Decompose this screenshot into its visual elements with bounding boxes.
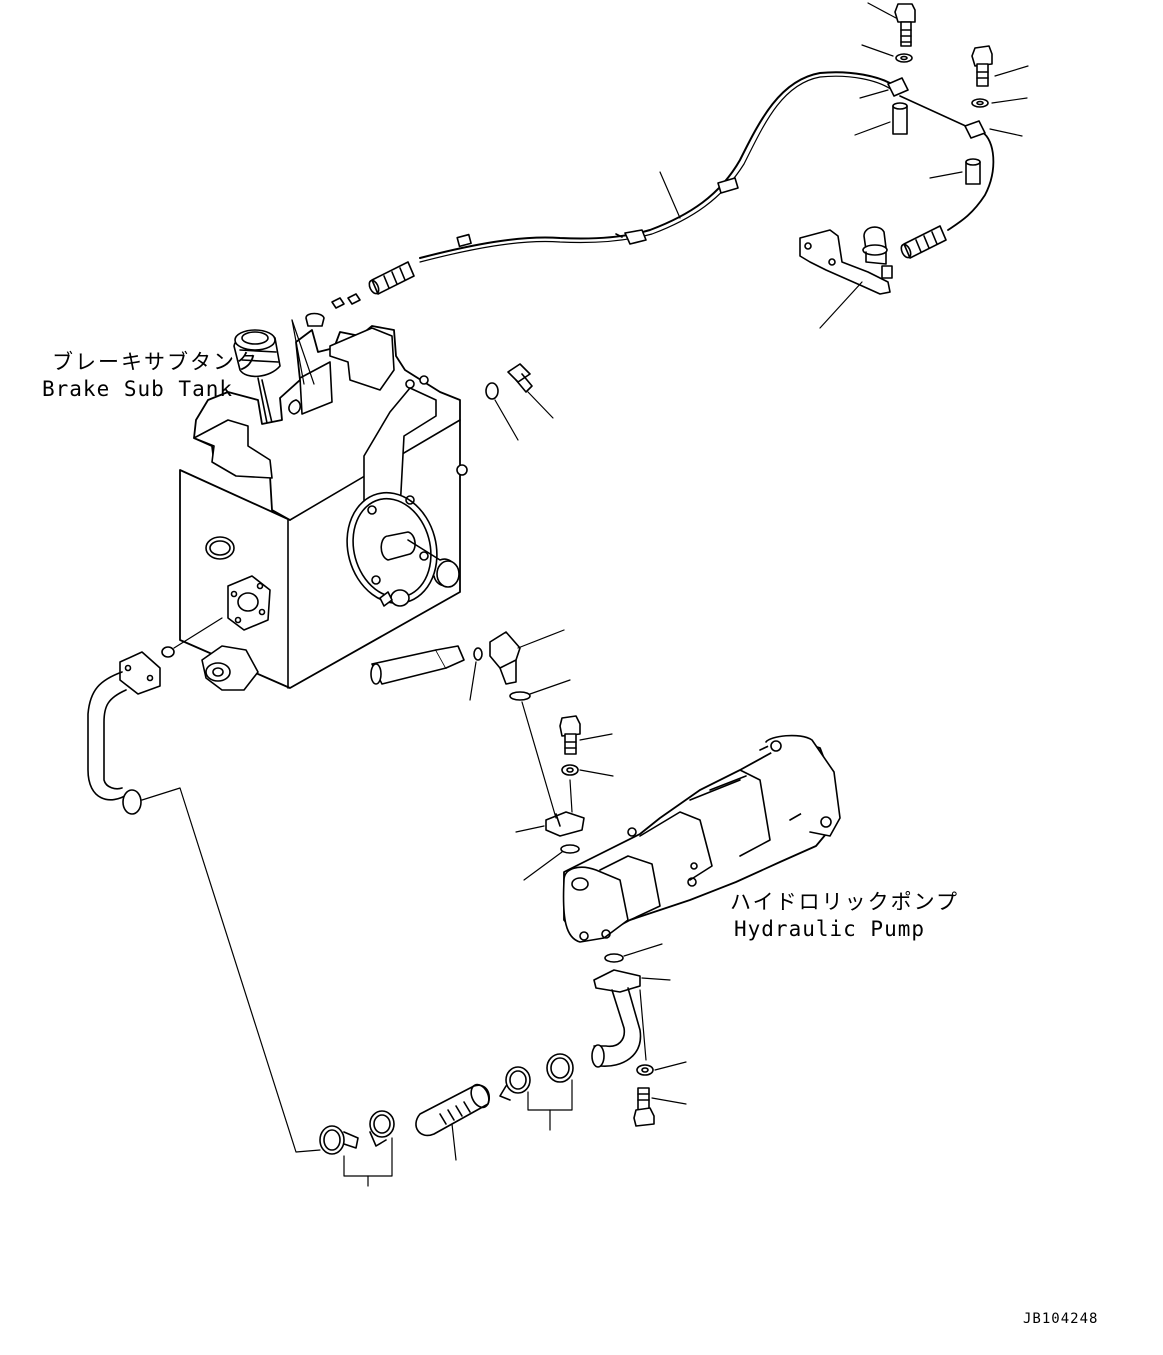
spacer-right bbox=[929, 158, 981, 185]
brake-sub-tank-label-en: Brake Sub Tank bbox=[42, 377, 234, 401]
hose-sleeve-left bbox=[368, 261, 415, 295]
tank-side-flange bbox=[346, 491, 460, 607]
elbow-pump-upper bbox=[489, 629, 565, 685]
oring-tank-top bbox=[485, 382, 519, 441]
clamp-top bbox=[859, 77, 909, 99]
flange-tube-lower bbox=[591, 969, 671, 1068]
hydraulic-pump-label-jp: ハイドロリックポンプ bbox=[730, 890, 959, 914]
bolt-pump-lower bbox=[633, 1087, 687, 1127]
bolt-right bbox=[971, 45, 1029, 87]
tank-flange-port bbox=[227, 575, 271, 631]
bolt-top bbox=[867, 2, 916, 47]
hose-lower bbox=[415, 1083, 490, 1161]
hose-clip-mid bbox=[615, 229, 647, 245]
drawing-code: JB104248 bbox=[1023, 1311, 1099, 1327]
washer-right bbox=[971, 97, 1028, 108]
breather-bracket bbox=[799, 226, 893, 329]
oring-pump-upper bbox=[509, 679, 571, 701]
spacer-top bbox=[854, 102, 908, 136]
oring-pump-lower bbox=[604, 943, 663, 963]
washer-pump-upper bbox=[561, 764, 614, 777]
elbow-tank-top bbox=[507, 363, 554, 419]
hose-sleeve-right bbox=[900, 225, 947, 259]
bolt-pump-upper bbox=[559, 715, 613, 755]
brake-sub-tank-label-jp: ブレーキサブタンク bbox=[52, 350, 259, 374]
clamp-right bbox=[964, 120, 1023, 139]
breather-hose-assembly bbox=[368, 2, 1029, 329]
tank-drain-fitting bbox=[201, 645, 259, 691]
washer-pump-lower bbox=[636, 1061, 687, 1076]
washer-top bbox=[861, 44, 913, 63]
hose-clip-upper bbox=[717, 177, 739, 194]
oring-pump-mid bbox=[523, 844, 580, 881]
suction-tube bbox=[87, 617, 321, 1153]
hose-clamp-pair-right bbox=[499, 1053, 574, 1131]
hydraulic-pump bbox=[562, 734, 841, 943]
brake-sub-tank bbox=[179, 293, 468, 691]
split-flange-upper bbox=[515, 701, 585, 837]
hydraulic-pump-label-en: Hydraulic Pump bbox=[734, 917, 926, 941]
hose-clamp-pair-left bbox=[319, 1110, 395, 1187]
pump-hose-upper bbox=[370, 645, 483, 701]
